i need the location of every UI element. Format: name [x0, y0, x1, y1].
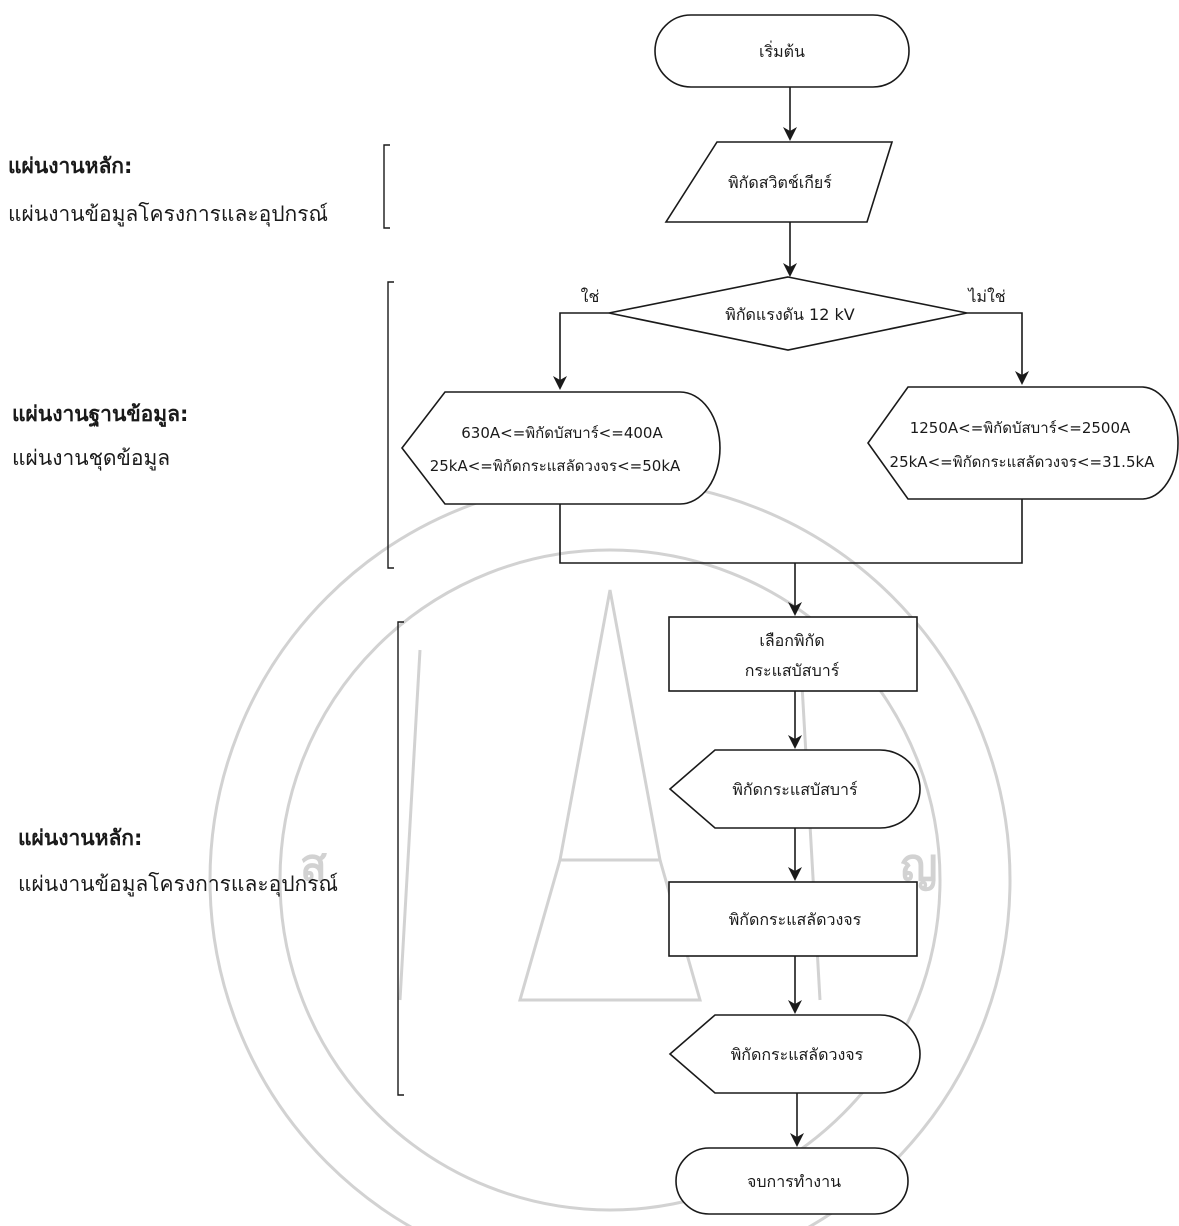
input-switchgear-rating-label: พิกัดสวิตช์เกียร์: [728, 173, 832, 192]
display-busbar-rating-label: พิกัดกระแสบัสบาร์: [732, 780, 858, 799]
edge-no-merge: [795, 499, 1023, 564]
no-label: ไม่ใช่: [966, 287, 1005, 306]
svg-text:ส: ส: [300, 840, 327, 891]
decision-12kv: พิกัดแรงดัน 12 kV: [608, 276, 968, 351]
section-3-subtitle: แผ่นงานข้อมูลโครงการและอุปกรณ์: [18, 872, 339, 896]
watermark-seal: ส ญ: [208, 478, 1012, 1226]
display-no-line1: 1250A<=พิกัดบัสบาร์<=2500A: [910, 419, 1131, 437]
process-shortcircuit-rating: พิกัดกระแสลัดวงจร: [668, 881, 918, 957]
display-yes-line1: 630A<=พิกัดบัสบาร์<=400A: [461, 424, 663, 442]
yes-label: ใช่: [581, 287, 600, 306]
display-shortcircuit-rating: พิกัดกระแสลัดวงจร: [668, 1014, 921, 1094]
section-1-subtitle: แผ่นงานข้อมูลโครงการและอุปกรณ์: [8, 202, 329, 226]
end-label: จบการทำงาน: [747, 1172, 841, 1191]
process-select-busbar-line2: กระแสบัสบาร์: [745, 661, 840, 680]
display-shortcircuit-rating-label: พิกัดกระแสลัดวงจร: [731, 1045, 864, 1064]
edge-yes-merge: [559, 504, 795, 564]
process-shortcircuit-rating-label: พิกัดกระแสลัดวงจร: [729, 910, 862, 929]
display-no-line2: 25kA<=พิกัดกระแสลัดวงจร<=31.5kA: [890, 453, 1156, 471]
section-3-title: แผ่นงานหลัก:: [18, 826, 143, 850]
section-1-title: แผ่นงานหลัก:: [8, 154, 133, 178]
start-node: เริ่มต้น: [654, 14, 910, 88]
display-yes-ranges: 630A<=พิกัดบัสบาร์<=400A 25kA<=พิกัดกระแ…: [400, 391, 721, 505]
start-label: เริ่มต้น: [759, 40, 805, 61]
bracket-section-2: [387, 281, 394, 569]
section-2-subtitle: แผ่นงานชุดข้อมูล: [12, 446, 171, 470]
input-switchgear-rating: พิกัดสวิตช์เกียร์: [664, 141, 894, 223]
process-select-busbar: เลือกพิกัด กระแสบัสบาร์: [668, 616, 918, 692]
display-no-ranges: 1250A<=พิกัดบัสบาร์<=2500A 25kA<=พิกัดกร…: [867, 386, 1179, 500]
process-select-busbar-line1: เลือกพิกัด: [759, 631, 824, 650]
decision-12kv-label: พิกัดแรงดัน 12 kV: [725, 305, 854, 324]
section-2-title: แผ่นงานฐานข้อมูล:: [12, 402, 189, 426]
end-node: จบการทำงาน: [675, 1147, 909, 1215]
bracket-section-1: [383, 144, 390, 229]
display-yes-line2: 25kA<=พิกัดกระแสลัดวงจร<=50kA: [430, 457, 681, 475]
bracket-section-3: [397, 621, 404, 1096]
edge-decision-no: [967, 312, 1029, 385]
edge-decision-yes: [553, 312, 609, 390]
display-busbar-rating: พิกัดกระแสบัสบาร์: [668, 749, 921, 829]
